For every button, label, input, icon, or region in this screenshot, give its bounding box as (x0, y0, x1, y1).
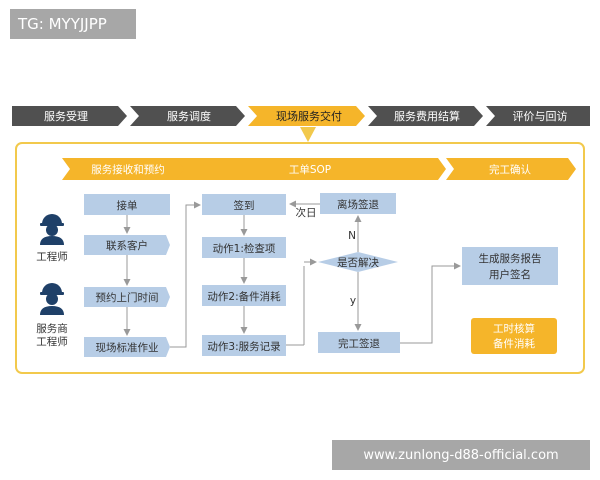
decision-resolved (318, 252, 398, 272)
sub-header-2 (176, 158, 446, 180)
cost-summary-line1: 工时核算 (493, 322, 535, 335)
step-book-visit (84, 287, 170, 307)
stage-label-4: 服务费用结算 (394, 109, 460, 123)
stage-pointer (300, 127, 316, 142)
role-engineer: 工程师 (36, 250, 68, 263)
step-leave-signout-label: 离场签退 (337, 198, 379, 211)
step-action-2 (202, 285, 286, 306)
watermark-top-left: TG: MYYJJPP (10, 9, 136, 39)
step-complete-signout (318, 332, 400, 353)
sub-header-label-1: 服务接收和预约 (91, 163, 165, 176)
step-action-3 (202, 335, 286, 356)
step-book-visit-label: 预约上门时间 (96, 291, 159, 304)
step-action-2-label: 动作2:备件消耗 (207, 290, 281, 303)
role-service-engineer: 服务商工程师 (36, 322, 68, 348)
stage-label-1: 服务受理 (44, 110, 88, 123)
col1-arrows (123, 201, 201, 348)
stage-label-5: 评价与回访 (513, 110, 568, 123)
step-onsite-standard (84, 337, 170, 357)
step-sign-in-label: 签到 (234, 199, 255, 212)
step-contact-customer-label: 联系客户 (106, 239, 148, 252)
watermark-bottom-right: www.zunlong-d88-official.com (332, 440, 590, 470)
sub-header-1 (62, 158, 194, 180)
step-onsite-standard-label: 现场标准作业 (96, 341, 159, 354)
cost-summary-line2: 备件消耗 (493, 337, 535, 350)
next-day-label: 次日 (296, 206, 317, 219)
stage-chevron-1 (12, 106, 127, 126)
step-action-1-label: 动作1:检查项 (213, 242, 276, 255)
service-report-line1: 生成服务报告 (479, 252, 542, 265)
sub-header-3 (446, 158, 576, 180)
step-action-3-label: 动作3:服务记录 (207, 340, 280, 353)
engineer-icon (40, 214, 64, 245)
step-sign-in (202, 194, 286, 215)
stage-chevron-4 (368, 106, 483, 126)
cost-summary-box (471, 318, 557, 354)
step-accept-order-label: 接单 (117, 199, 138, 212)
service-report-line2: 用户签名 (489, 268, 531, 281)
stage-bar: 服务受理 服务调度 现场服务交付 服务费用结算 评价与回访 (12, 106, 590, 126)
branch-yes-label: y (350, 295, 356, 307)
step-contact-customer (84, 235, 170, 255)
step-service-report (462, 247, 558, 285)
step-action-1 (202, 237, 286, 258)
sub-header-label-3: 完工确认 (489, 163, 531, 176)
sub-header-label-2: 工单SOP (289, 164, 331, 176)
stage-label-2: 服务调度 (167, 109, 211, 123)
branch-no-label: N (348, 230, 356, 242)
stage-label-3: 现场服务交付 (276, 109, 342, 123)
step-accept-order (84, 194, 170, 215)
service-engineer-icon (40, 283, 64, 315)
frame-border (15, 142, 585, 374)
step-complete-signout-label: 完工签退 (338, 337, 380, 350)
stage-chevron-2 (130, 106, 245, 126)
col3-arrows (354, 215, 461, 344)
col2-arrows (240, 200, 320, 346)
stage-chevron-3 (248, 106, 365, 126)
decision-resolved-label: 是否解决 (337, 256, 379, 269)
stage-chevron-5 (486, 106, 590, 126)
step-leave-signout (320, 193, 396, 214)
